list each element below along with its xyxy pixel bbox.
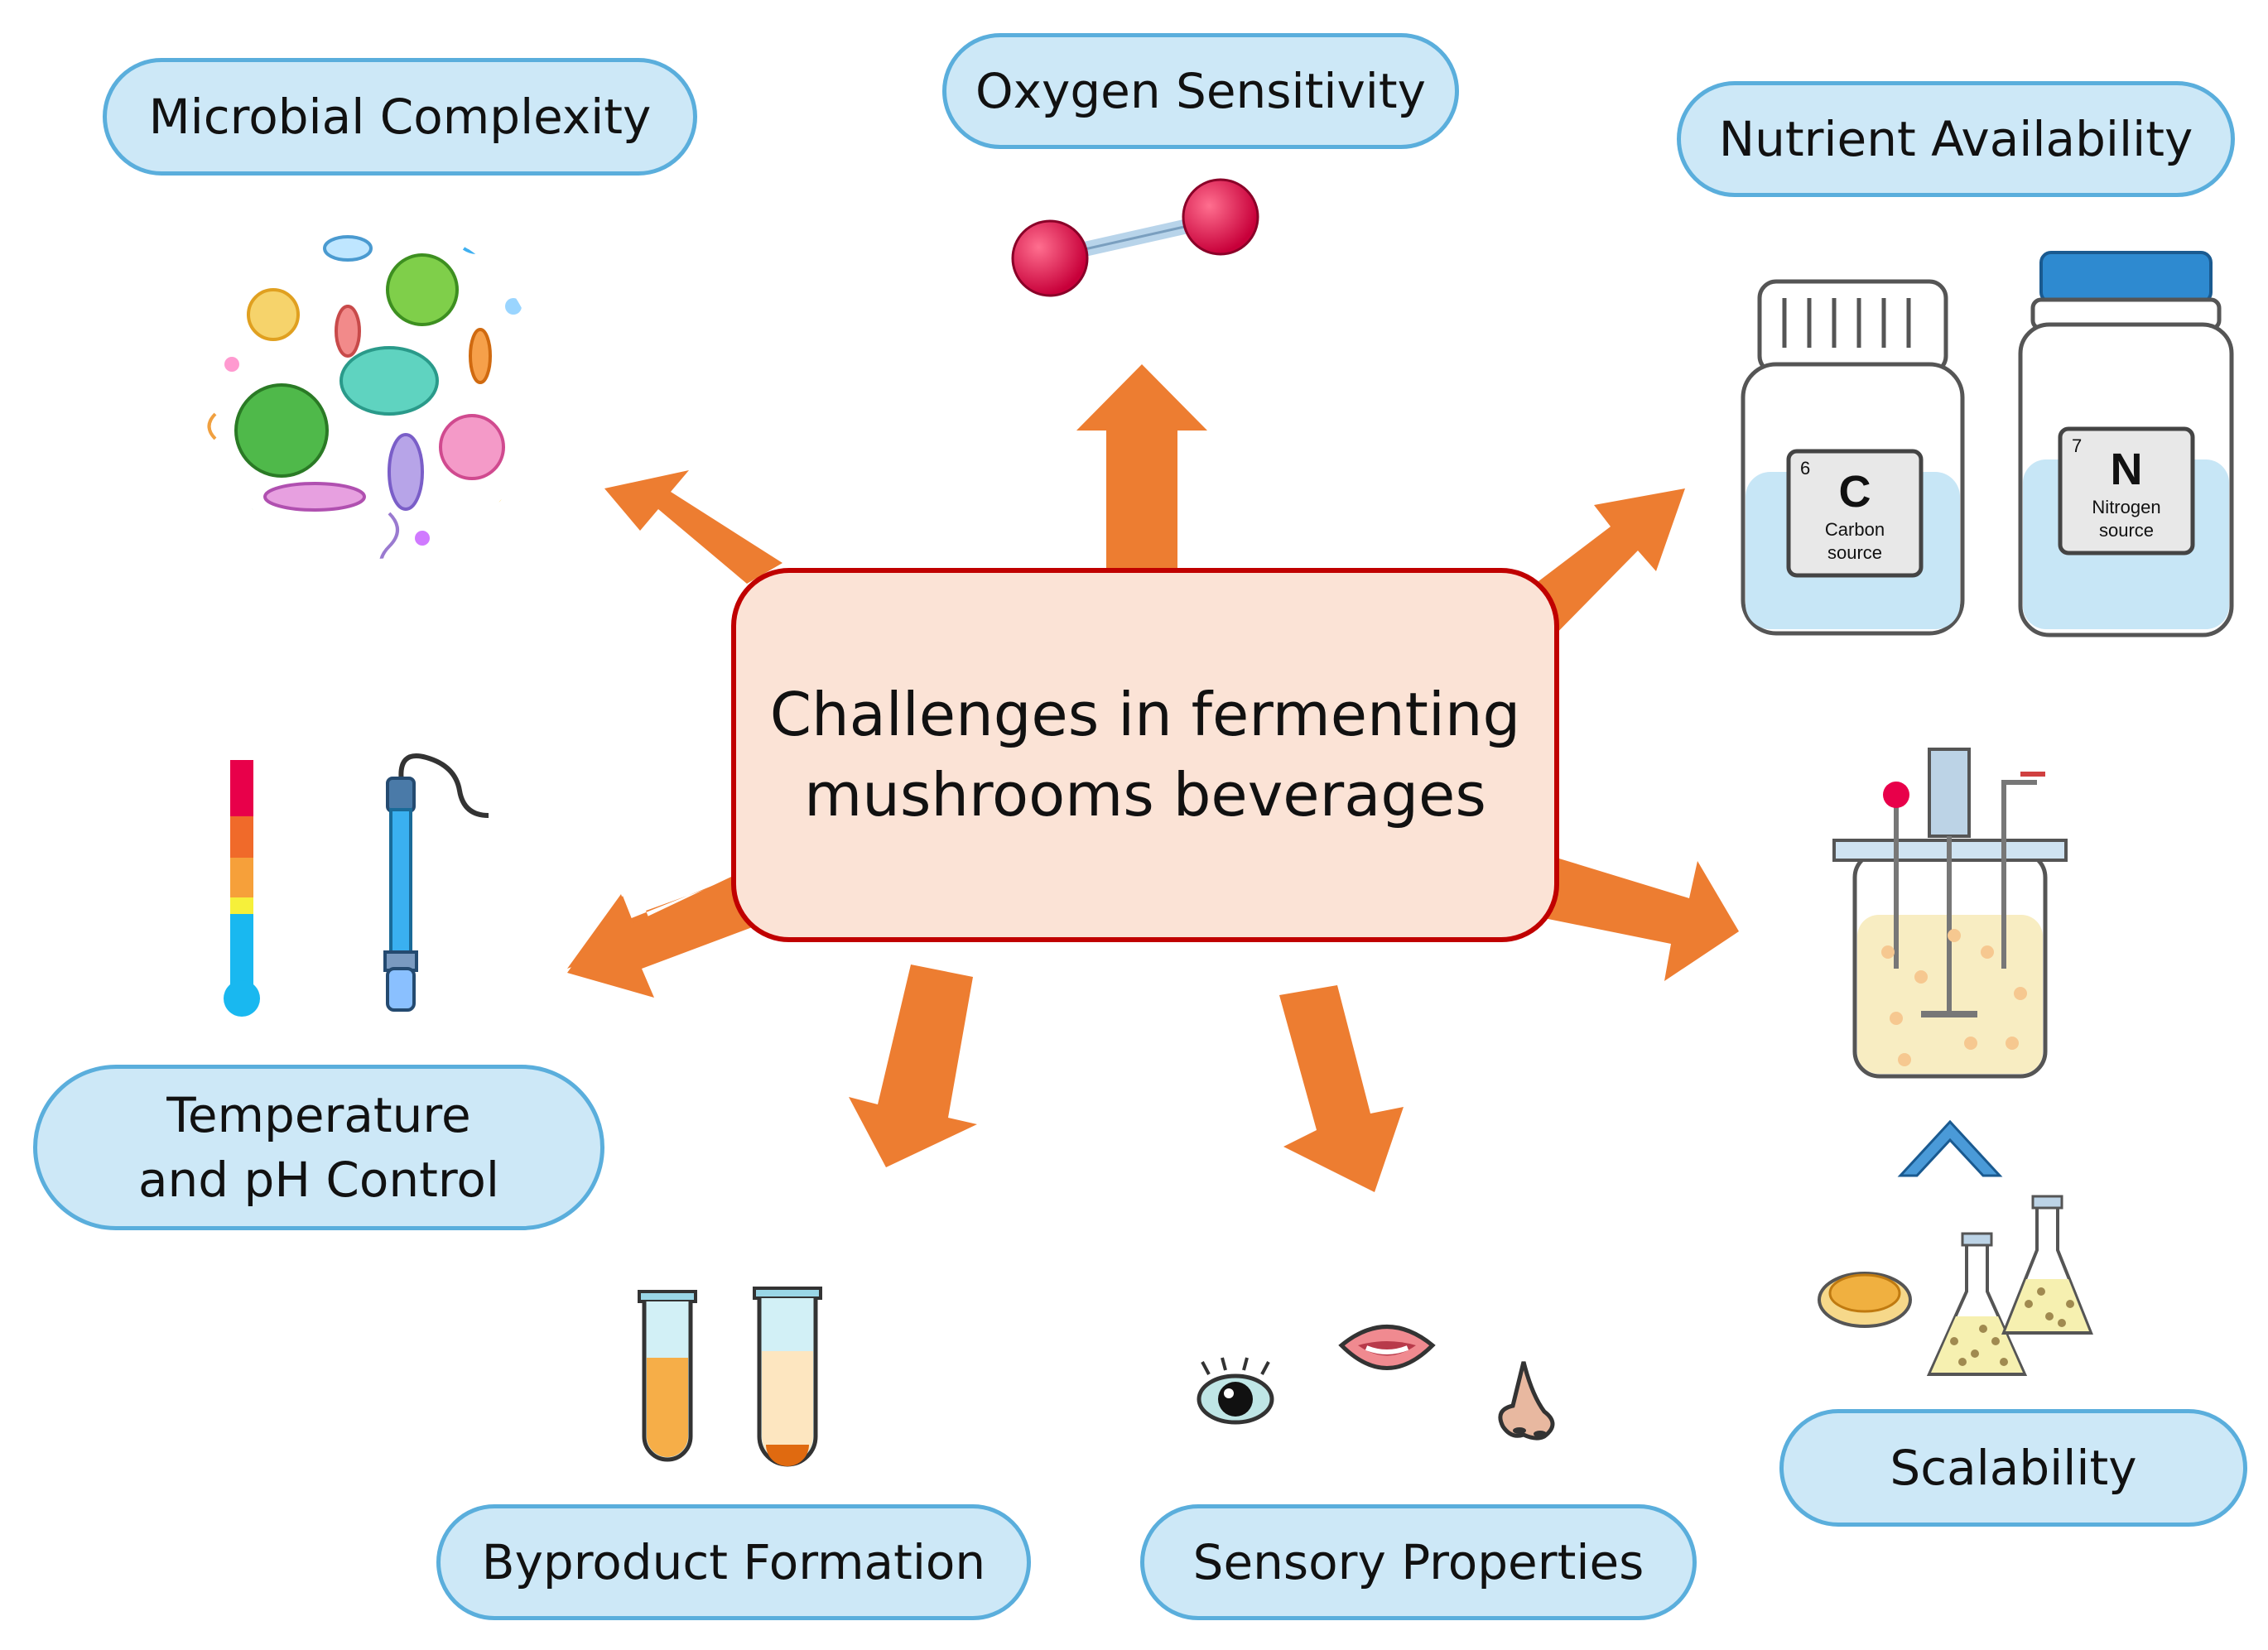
- arrow-left: [567, 871, 774, 998]
- scalability-label: Scalability: [1779, 1409, 2247, 1527]
- culture-flasks-icon: [1818, 1195, 2093, 1376]
- scalability-text: Scalability: [1890, 1439, 2137, 1496]
- oxygen-sensitivity-text: Oxygen Sensitivity: [975, 62, 1426, 119]
- sensory-properties-text: Sensory Properties: [1192, 1533, 1644, 1590]
- chevron-up-icon: [1897, 1119, 2003, 1177]
- nose-icon: [1498, 1361, 1555, 1441]
- nutrient-availability-label: Nutrient Availability: [1677, 81, 2235, 197]
- thermometer-icon: [224, 760, 260, 1017]
- oxygen-sensitivity-label: Oxygen Sensitivity: [942, 33, 1459, 149]
- arrow-down-right: [1279, 985, 1404, 1192]
- arrow-up: [1076, 364, 1207, 571]
- byproduct-formation-text: Byproduct Formation: [481, 1533, 986, 1590]
- test-tubes-icon: [638, 1287, 822, 1467]
- temperature-ph-text: Temperature and pH Control: [137, 1086, 500, 1208]
- ph-probe-icon: [383, 753, 489, 1012]
- microbial-complexity-label: Microbial Complexity: [103, 58, 697, 176]
- sensory-properties-label: Sensory Properties: [1140, 1504, 1697, 1620]
- arrow-right: [1528, 853, 1739, 981]
- nitrogen-symbol: N: [2110, 445, 2143, 494]
- nitrogen-label-line2: source: [2098, 520, 2155, 541]
- carbon-tile: 6 C Carbon source: [1789, 451, 1921, 575]
- arrow-down-left: [849, 965, 977, 1167]
- center-box: Challenges in fermenting mushrooms bever…: [731, 568, 1559, 942]
- nitrogen-tile: 7 N Nitrogen source: [2060, 429, 2193, 553]
- nitrogen-atomic-number: 7: [2072, 435, 2083, 456]
- arrow-upper-left: [604, 470, 782, 584]
- carbon-label-line2: source: [1827, 542, 1883, 563]
- nutrient-availability-text: Nutrient Availability: [1718, 110, 2193, 167]
- bioreactor-icon: [1832, 748, 2068, 1079]
- carbon-bottle-icon: [1741, 279, 1965, 636]
- nitrogen-bottle-icon: [2018, 251, 2234, 637]
- oxygen-molecule-icon: [1011, 178, 1259, 297]
- carbon-atomic-number: 6: [1800, 458, 1811, 479]
- microbes-icon: [203, 219, 542, 559]
- eye-icon: [1197, 1357, 1274, 1425]
- carbon-symbol: C: [1838, 467, 1871, 517]
- center-title: Challenges in fermenting mushrooms bever…: [769, 679, 1521, 830]
- nitrogen-label-line1: Nitrogen: [2092, 497, 2161, 517]
- temperature-ph-label: Temperature and pH Control: [33, 1065, 604, 1230]
- microbial-complexity-text: Microbial Complexity: [148, 88, 652, 145]
- byproduct-formation-label: Byproduct Formation: [436, 1504, 1031, 1620]
- mouth-icon: [1338, 1325, 1436, 1370]
- carbon-label-line1: Carbon: [1824, 519, 1885, 540]
